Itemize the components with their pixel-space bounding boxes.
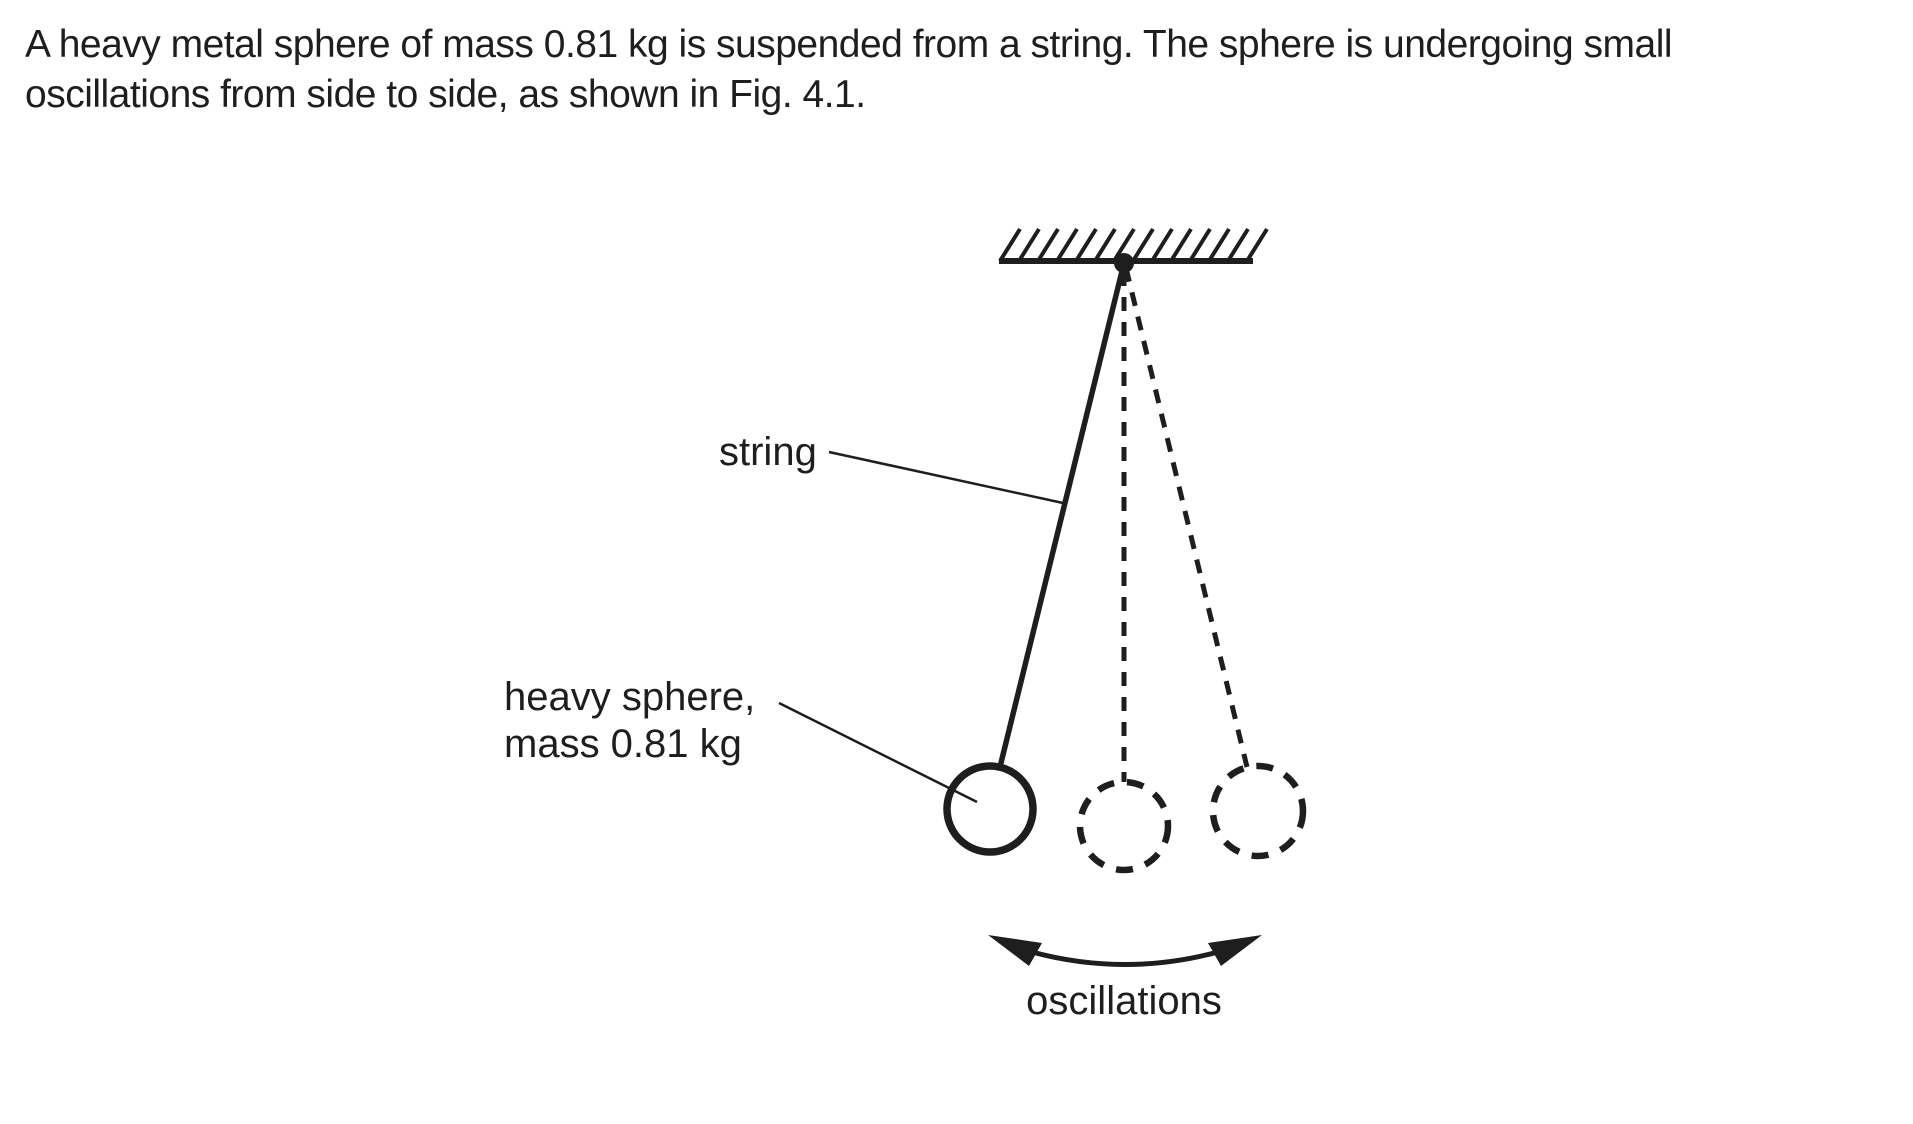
question-text: A heavy metal sphere of mass 0.81 kg is … <box>25 20 1673 120</box>
sphere-label: heavy sphere, mass 0.81 kg <box>504 674 755 768</box>
sphere-dashed-center <box>1076 778 1172 874</box>
sphere-dashed-right <box>1209 762 1307 860</box>
sphere-label-line-1: heavy sphere, <box>504 675 756 719</box>
sphere-label-line-2: mass 0.81 kg <box>504 722 742 766</box>
sphere-label-pointer-line <box>778 701 978 804</box>
string-label-pointer-line <box>828 450 1064 505</box>
question-text-line-2: oscillations from side to side, as shown… <box>25 73 866 116</box>
oscillations-label: oscillations <box>1026 979 1222 1023</box>
string-dashed-right <box>1123 267 1250 768</box>
ceiling-hatching <box>998 227 1269 263</box>
oscillation-arrow-arc <box>1031 949 1219 967</box>
oscillation-arrowhead-right <box>1208 935 1262 966</box>
question-text-line-1: A heavy metal sphere of mass 0.81 kg is … <box>25 23 1673 66</box>
string-label: string <box>719 430 817 474</box>
oscillation-arrowhead-left <box>988 935 1042 966</box>
string-solid <box>997 262 1127 768</box>
sphere-solid <box>943 762 1037 856</box>
